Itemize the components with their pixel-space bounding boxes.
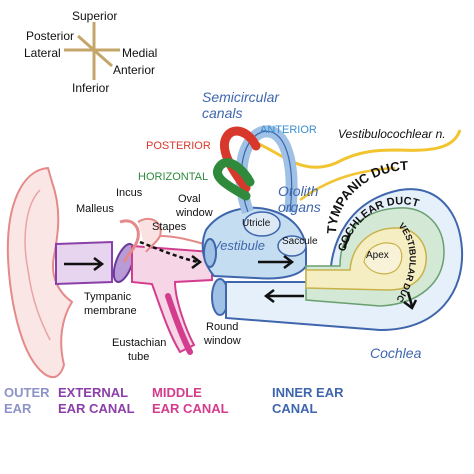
compass-superior: Superior	[72, 9, 117, 23]
compass-inferior: Inferior	[72, 81, 109, 95]
flow-arrows	[64, 233, 418, 310]
label-oval-window-2: window	[175, 207, 213, 219]
legend-external-1: EXTERNAL	[58, 385, 128, 400]
posterior-canal	[220, 126, 261, 193]
legend-middle-1: MIDDLE	[152, 385, 202, 400]
compass-diagonal	[77, 34, 113, 68]
label-horizontal: HORIZONTAL	[138, 171, 208, 183]
compass-anterior: Anterior	[113, 63, 155, 77]
oval-window	[203, 238, 217, 268]
arrow-external-head	[93, 257, 105, 271]
label-tympanic-membrane-2: membrane	[84, 305, 137, 317]
stapes-bone	[159, 235, 205, 245]
eustachian-tube	[165, 293, 193, 355]
label-otolith-2: organs	[278, 199, 321, 215]
compass-posterior: Posterior	[26, 29, 74, 43]
label-round-window-1: Round	[206, 321, 238, 333]
label-malleus: Malleus	[76, 203, 114, 215]
label-anterior: ANTERIOR	[260, 124, 317, 136]
label-tympanic-membrane-1: Tympanic	[84, 291, 132, 303]
label-eustachian-1: Eustachian	[112, 337, 166, 349]
vestibulocochlear-nerve-branch	[299, 166, 396, 202]
arrow-vestibule-head	[283, 255, 295, 269]
cochlea-apex	[363, 242, 403, 275]
arrow-scala-up	[342, 233, 352, 249]
horizontal-canal	[213, 158, 255, 201]
malleus-bone	[119, 219, 140, 263]
arrow-scala-return-head	[263, 289, 275, 303]
label-apex: Apex	[366, 250, 389, 261]
label-round-window-2: window	[203, 335, 241, 347]
pinna	[6, 166, 74, 379]
saccule-sac	[277, 235, 307, 257]
legend-inner-2: CANAL	[272, 401, 318, 416]
label-stapes: Stapes	[152, 221, 187, 233]
label-saccule: Saccule	[282, 236, 318, 247]
label-cochlea: Cochlea	[370, 345, 422, 361]
compass-medial: Medial	[122, 46, 157, 60]
arrow-ossicle-chain	[139, 240, 199, 264]
label-semicircular-1: Semicircular	[202, 89, 280, 105]
legend-outer-1: OUTER	[4, 385, 50, 400]
legend-middle-2: EAR CANAL	[152, 401, 229, 416]
legend-inner-1: INNER EAR	[272, 385, 344, 400]
label-vestibule: Vestibule	[212, 238, 265, 253]
label-posterior: POSTERIOR	[146, 140, 211, 152]
label-eustachian-2: tube	[128, 351, 149, 363]
label-incus: Incus	[116, 187, 143, 199]
label-semicircular-2: canals	[202, 105, 242, 121]
arrow-cochlea-descending	[406, 291, 414, 307]
label-otolith-1: Otolith	[278, 183, 319, 199]
label-oval-window-1: Oval	[178, 193, 201, 205]
legend-external-2: EAR CANAL	[58, 401, 135, 416]
pinna-inner-fold	[24, 189, 51, 341]
label-utricle: Utricle	[242, 218, 271, 229]
orientation-compass	[64, 22, 120, 80]
arrow-cochlea-descending-head	[403, 299, 418, 310]
legend-outer-2: EAR	[4, 401, 32, 416]
arrow-ossicle-head	[191, 255, 203, 269]
label-vestibulocochlear: Vestibulocochlear n.	[338, 127, 446, 141]
compass-lateral: Lateral	[24, 46, 61, 60]
utricle-sac	[243, 211, 281, 237]
